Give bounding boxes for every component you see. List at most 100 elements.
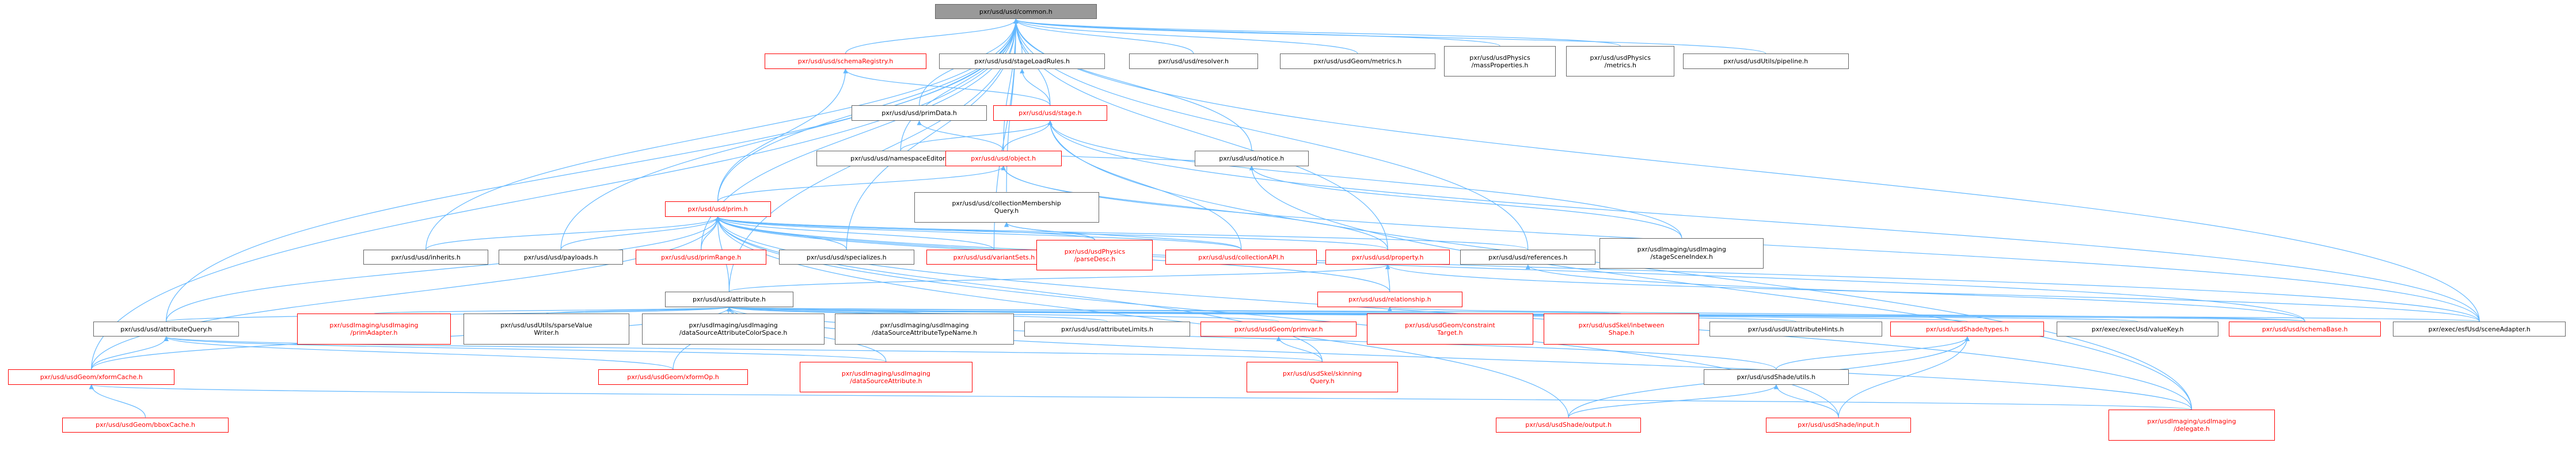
node-ds-attribute[interactable]: pxr/usdImaging/usdImaging /dataSourceAtt… [800, 361, 972, 393]
edge-schemaBase-to-references [1525, 264, 2305, 322]
edge-attributeQuery-to-prim [166, 216, 720, 322]
edge-prim-to-schemaRegistry [717, 68, 848, 202]
edge-pipeline-to-common [1013, 18, 1766, 54]
node-inherits[interactable]: pxr/usd/usd/inherits.h [363, 249, 488, 265]
node-attribute-limits[interactable]: pxr/usd/usd/attributeLimits.h [1024, 321, 1191, 337]
edge-collectionAPI-to-prim [715, 216, 1242, 250]
edge-sceneAdapter-to-prim [715, 216, 2480, 322]
edge-stage-to-stageLoadRules [1019, 68, 1051, 106]
edge-sparseValueWriter-to-attribute [546, 306, 732, 315]
edge-geomMetrics-to-common [1013, 18, 1358, 54]
node-sparse-value-writer[interactable]: pxr/usd/usdUtils/sparseValue Writer.h [463, 314, 630, 345]
node-stage[interactable]: pxr/usd/usd/stage.h [993, 105, 1108, 121]
node-xform-op[interactable]: pxr/usd/usdGeom/xformOp.h [598, 369, 748, 385]
edge-inherits-to-prim [425, 216, 720, 250]
node-bbox-cache[interactable]: pxr/usd/usdGeom/bboxCache.h [62, 417, 229, 433]
node-prim-data[interactable]: pxr/usd/usd/primData.h [852, 105, 987, 121]
node-collection-membership-query[interactable]: pxr/usd/usd/collectionMembership Query.h [914, 192, 1099, 223]
edge-primAdapter-to-attribute [373, 306, 731, 315]
node-ds-attr-type-name[interactable]: pxr/usdImaging/usdImaging /dataSourceAtt… [835, 314, 1014, 345]
edge-property-to-prim [715, 216, 1388, 250]
edge-bboxCache-to-xformCache [89, 384, 146, 418]
node-attribute[interactable]: pxr/usd/usd/attribute.h [664, 292, 794, 307]
node-parse-desc[interactable]: pxr/usd/usdPhysics /parseDesc.h [1036, 240, 1153, 271]
node-stage-scene-index[interactable]: pxr/usdImaging/usdImaging /stageSceneInd… [1599, 238, 1764, 269]
edge-delegate-to-xformCache [89, 384, 2193, 410]
edge-resolver-to-common [1013, 18, 1194, 54]
edge-xformOp-to-attributeQuery [164, 336, 674, 370]
node-prim-adapter[interactable]: pxr/usdImaging/usdImaging /primAdapter.h [297, 314, 451, 345]
node-mass-properties[interactable]: pxr/usd/usdPhysics /massProperties.h [1443, 46, 1556, 77]
edge-skinningQuery-to-attributeQuery [164, 336, 1323, 362]
edge-relationship-to-property [1385, 264, 1390, 292]
node-skinning-query[interactable]: pxr/usd/usdSkel/skinning Query.h [1246, 361, 1399, 393]
edge-stageSceneIndex-to-notice [1249, 165, 1682, 238]
edge-shadeInput-to-shadeUtils [1773, 384, 1839, 418]
node-prim[interactable]: pxr/usd/usd/prim.h [664, 201, 771, 217]
edge-payloads-to-prim [560, 216, 720, 250]
node-stage-load-rules[interactable]: pxr/usd/usd/stageLoadRules.h [939, 53, 1105, 70]
node-xform-cache[interactable]: pxr/usd/usdGeom/xformCache.h [8, 369, 175, 385]
edge-delegate-to-notice [1249, 165, 2193, 410]
edge-namespaceEditor-to-stage [900, 120, 1053, 151]
edge-sceneAdapter-to-stage [1047, 120, 2480, 322]
edge-notice-to-common [1013, 18, 1252, 151]
edge-shadeInput-to-shadeTypes [1838, 336, 1970, 418]
node-ds-attr-color-space[interactable]: pxr/usdImaging/usdImaging /dataSourceAtt… [641, 314, 825, 345]
node-collection-a-p-i[interactable]: pxr/usd/usd/collectionAPI.h [1165, 249, 1317, 265]
edge-variantSets-to-prim [715, 216, 995, 250]
node-inbetween-shape[interactable]: pxr/usd/usdSkel/inbetween Shape.h [1543, 314, 1700, 345]
node-attribute-query[interactable]: pxr/usd/usd/attributeQuery.h [93, 321, 239, 337]
node-physics-metrics[interactable]: pxr/usd/usdPhysics /metrics.h [1566, 46, 1675, 77]
edge-collectionAPI-to-stage [1047, 120, 1242, 250]
edge-attributeQuery-to-common [166, 18, 1019, 322]
node-references[interactable]: pxr/usd/usd/references.h [1460, 249, 1595, 265]
node-specializes[interactable]: pxr/usd/usd/specializes.h [779, 249, 914, 265]
node-property[interactable]: pxr/usd/usd/property.h [1325, 249, 1450, 265]
node-shade-types[interactable]: pxr/usd/usdShade/types.h [1890, 321, 2045, 337]
node-pipeline[interactable]: pxr/usd/usdUtils/pipeline.h [1682, 53, 1849, 70]
edge-sceneAdapter-to-common [1013, 18, 2480, 322]
edge-xformCache-to-prim [91, 216, 720, 370]
node-schema-base[interactable]: pxr/usd/usd/schemaBase.h [2229, 321, 2381, 337]
node-attribute-hints[interactable]: pxr/usd/usdUI/attributeHints.h [1709, 321, 1882, 337]
edge-parseDesc-to-prim [715, 216, 1096, 240]
node-value-key[interactable]: pxr/exec/execUsd/valueKey.h [2056, 321, 2219, 337]
node-scene-adapter[interactable]: pxr/exec/esfUsd/sceneAdapter.h [2393, 321, 2566, 337]
node-constraint-target[interactable]: pxr/usd/usdGeom/constraint Target.h [1367, 314, 1533, 345]
node-relationship[interactable]: pxr/usd/usd/relationship.h [1317, 292, 1463, 307]
edge-physicsMetrics-to-common [1013, 18, 1621, 47]
edge-shadeUtils-to-shadeTypes [1776, 336, 1970, 370]
edge-dsAttribute-to-attributeQuery [164, 336, 887, 362]
edge-skinningQuery-to-primvar [1276, 336, 1323, 362]
edge-namespaceEditor-to-common [900, 18, 1019, 151]
edge-shadeOutput-to-shadeUtils [1568, 384, 1779, 418]
node-delegate[interactable]: pxr/usdImaging/usdImaging /delegate.h [2108, 410, 2275, 441]
edge-schemaRegistry-to-common [845, 18, 1019, 54]
node-schema-registry[interactable]: pxr/usd/usd/schemaRegistry.h [764, 53, 927, 70]
node-prim-range[interactable]: pxr/usd/usd/primRange.h [636, 249, 767, 265]
node-common: pxr/usd/usd/common.h [934, 3, 1097, 20]
node-primvar[interactable]: pxr/usd/usdGeom/primvar.h [1200, 321, 1357, 337]
node-notice[interactable]: pxr/usd/usd/notice.h [1194, 150, 1309, 166]
node-shade-output[interactable]: pxr/usd/usdShade/output.h [1495, 417, 1642, 433]
edge-massProperties-to-common [1013, 18, 1500, 47]
node-shade-utils[interactable]: pxr/usd/usdShade/utils.h [1703, 369, 1849, 385]
node-shade-input[interactable]: pxr/usd/usdShade/input.h [1765, 417, 1912, 433]
edge-attribute-to-property [728, 264, 1390, 292]
edge-object-to-primData [917, 120, 1004, 151]
edge-stage-to-schemaRegistry [843, 68, 1051, 106]
node-payloads[interactable]: pxr/usd/usd/payloads.h [498, 249, 624, 265]
edge-inbetweenShape-to-attribute [728, 306, 1622, 315]
edge-collectionAPI-to-collectionMembershipQuery [1004, 222, 1242, 250]
node-object[interactable]: pxr/usd/usd/object.h [945, 150, 1062, 166]
edge-stageSceneIndex-to-stage [1047, 120, 1682, 238]
edge-object-to-stage [1003, 120, 1053, 151]
edge-schemaBase-to-relationship [1388, 306, 2305, 322]
edge-prim-to-object [717, 165, 1006, 202]
node-geom-metrics[interactable]: pxr/usd/usdGeom/metrics.h [1279, 53, 1436, 70]
node-resolver[interactable]: pxr/usd/usd/resolver.h [1129, 53, 1258, 70]
edge-shadeOutput-to-prim [715, 216, 1569, 418]
edge-xformCache-to-attributeQuery [91, 336, 169, 370]
